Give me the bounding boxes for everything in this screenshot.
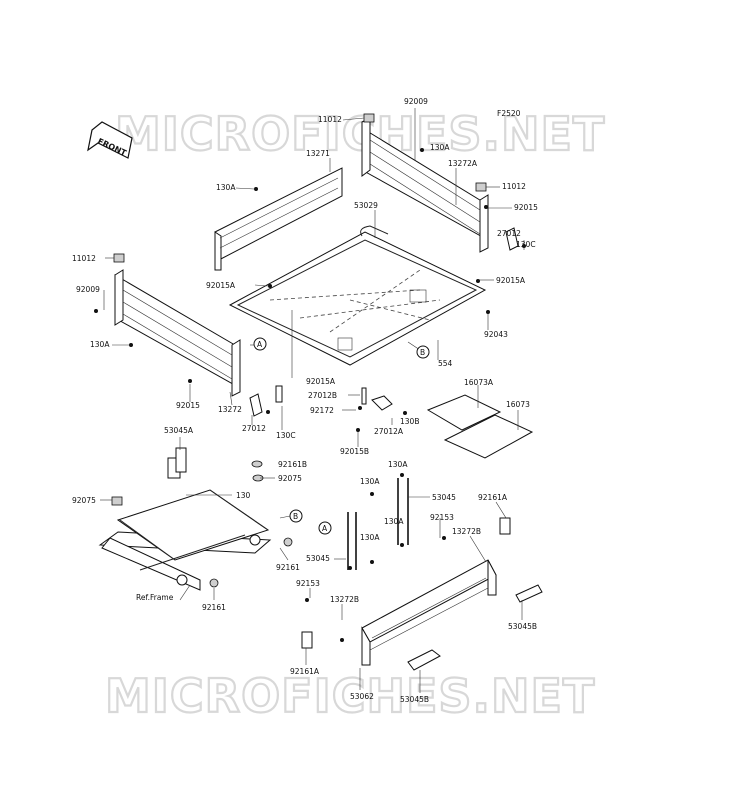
label-53045B-bot: 53045B: [400, 695, 429, 704]
label-27012A: 27012A: [374, 427, 404, 436]
label-92015A-mid: 92015A: [306, 377, 336, 386]
svg-text:B: B: [293, 512, 298, 521]
label-53045-left: 53045: [306, 554, 330, 563]
cap-11012-left: [113, 253, 125, 263]
label-92161A-left: 92161A: [290, 667, 320, 676]
label-130A-top: 130A: [430, 143, 450, 152]
side-panel-13271: [214, 167, 343, 271]
ref-frame-label: Ref.Frame: [136, 593, 174, 602]
watermark-bottom: MICROFICHES.NET: [105, 669, 595, 723]
label-130C-left: 130C: [276, 431, 296, 440]
label-130A-g2: 130A: [360, 477, 380, 486]
label-92015-right: 92015: [514, 203, 538, 212]
label-92153-left: 92153: [296, 579, 320, 588]
cap-11012-right: [475, 182, 487, 192]
washer-92161B: [251, 460, 263, 468]
label-92172: 92172: [310, 406, 334, 415]
label-130A-left: 130A: [216, 183, 236, 192]
diagram-code: F2520: [497, 109, 521, 118]
cap-11012-top: [363, 113, 375, 123]
watermark-top: MICROFICHES.NET: [115, 107, 605, 161]
label-53045-top: 53045: [432, 493, 456, 502]
label-16073: 16073: [506, 400, 530, 409]
label-53045A: 53045A: [164, 426, 194, 435]
label-53029: 53029: [354, 201, 378, 210]
label-92015-left: 92015: [176, 401, 200, 410]
cap-92161-mid: [283, 537, 293, 547]
label-27012-left: 27012: [242, 424, 266, 433]
label-92161B: 92161B: [278, 460, 307, 469]
label-11012-right: 11012: [502, 182, 526, 191]
tailgate-53045: [301, 517, 543, 671]
label-92009-left: 92009: [76, 285, 100, 294]
label-92015A-right: 92015A: [496, 276, 526, 285]
callout-b-upper: B: [416, 345, 430, 359]
label-92075-left: 92075: [72, 496, 96, 505]
label-130: 130: [236, 491, 251, 500]
label-27012B: 27012B: [308, 391, 337, 400]
label-13271: 13271: [306, 149, 330, 158]
bed-frame: [98, 457, 272, 591]
label-13272A: 13272A: [448, 159, 478, 168]
callout-a-upper: A: [253, 337, 267, 351]
label-11012-left: 11012: [72, 254, 96, 263]
label-13272B-left: 13272B: [330, 595, 359, 604]
label-554: 554: [438, 359, 453, 368]
svg-text:A: A: [322, 524, 328, 533]
label-130A-g1: 130A: [388, 460, 408, 469]
svg-text:A: A: [257, 340, 263, 349]
label-92161A-right: 92161A: [478, 493, 508, 502]
label-13272B-right: 13272B: [452, 527, 481, 536]
cap-92075-left: [111, 496, 123, 506]
callout-a-lower: A: [318, 521, 332, 535]
label-92043: 92043: [484, 330, 508, 339]
label-16073A: 16073A: [464, 378, 494, 387]
rod-53045: [347, 478, 409, 570]
label-130A-g4: 130A: [360, 533, 380, 542]
label-53062: 53062: [350, 692, 374, 701]
label-11012-top: 11012: [318, 115, 342, 124]
label-92153-right: 92153: [430, 513, 454, 522]
label-92161-bot: 92161: [202, 603, 226, 612]
label-92015B: 92015B: [340, 447, 369, 456]
label-130B: 130B: [400, 417, 419, 426]
label-92161-mid: 92161: [276, 563, 300, 572]
svg-text:B: B: [420, 348, 425, 357]
mat-16073: [443, 414, 534, 459]
label-130A-side: 130A: [90, 340, 110, 349]
label-92015A-top: 92015A: [206, 281, 236, 290]
label-27012-right: 27012: [497, 229, 521, 238]
leader-lines: [100, 108, 525, 693]
mat-16073A: [426, 394, 502, 431]
label-92009-top: 92009: [404, 97, 428, 106]
label-130A-g3: 130A: [384, 517, 404, 526]
label-13272: 13272: [218, 405, 242, 414]
latch-27012: [175, 227, 519, 473]
part-labels: 92009 11012 13271 130A 13272A 11012 130A…: [72, 97, 538, 704]
callout-b-lower: B: [289, 509, 303, 523]
side-panel-13272A: [361, 117, 489, 253]
label-53045B-right: 53045B: [508, 622, 537, 631]
label-130C-right: 130C: [516, 240, 536, 249]
label-92075-top: 92075: [278, 474, 302, 483]
cap-92161-bot: [209, 578, 219, 588]
side-panel-13272: [114, 269, 241, 397]
bolts: [94, 148, 526, 642]
floor-panel-53029: [228, 225, 487, 366]
